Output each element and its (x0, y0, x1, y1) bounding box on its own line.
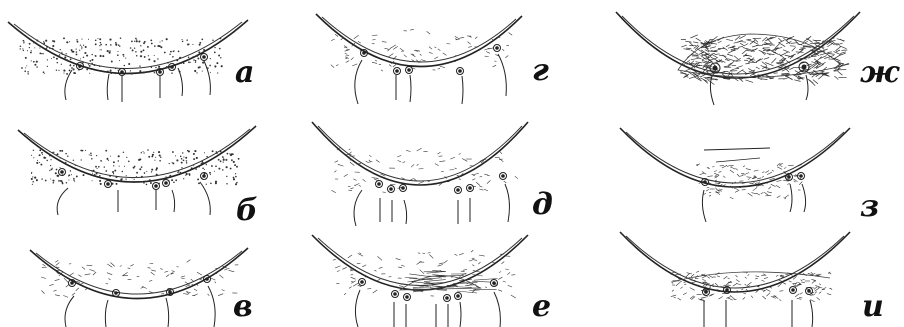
fill-texture (331, 29, 512, 71)
panel-zh: ж (616, 12, 900, 105)
panel-v: в (30, 248, 253, 327)
panel-b: б (18, 126, 258, 228)
burial-markers (57, 169, 210, 216)
fill-texture (20, 37, 223, 74)
panel-d: д (312, 122, 553, 226)
panel-label-i: и (862, 289, 884, 324)
burial-markers (710, 62, 809, 105)
fill-texture (332, 148, 518, 193)
panel-label-a: а (235, 55, 254, 90)
panel-a: а (8, 20, 254, 102)
panel-label-z: з (860, 189, 879, 224)
panel-g: г (316, 14, 549, 104)
panel-i: и (620, 232, 884, 327)
panel-label-b: б (236, 193, 258, 228)
burial-markers (355, 279, 500, 327)
panel-z: з (620, 128, 879, 224)
fill-texture (31, 149, 240, 185)
burial-markers (65, 54, 211, 103)
panel-e: е (312, 235, 551, 327)
panel-label-v: в (233, 289, 253, 324)
fill-texture (680, 35, 849, 86)
panel-label-g: г (532, 53, 549, 88)
burial-markers (65, 276, 215, 327)
panel-label-d: д (532, 187, 553, 222)
panel-label-e: е (532, 289, 551, 324)
burial-markers (702, 173, 806, 223)
panel-label-zh: ж (860, 55, 900, 90)
burial-markers (703, 287, 813, 327)
